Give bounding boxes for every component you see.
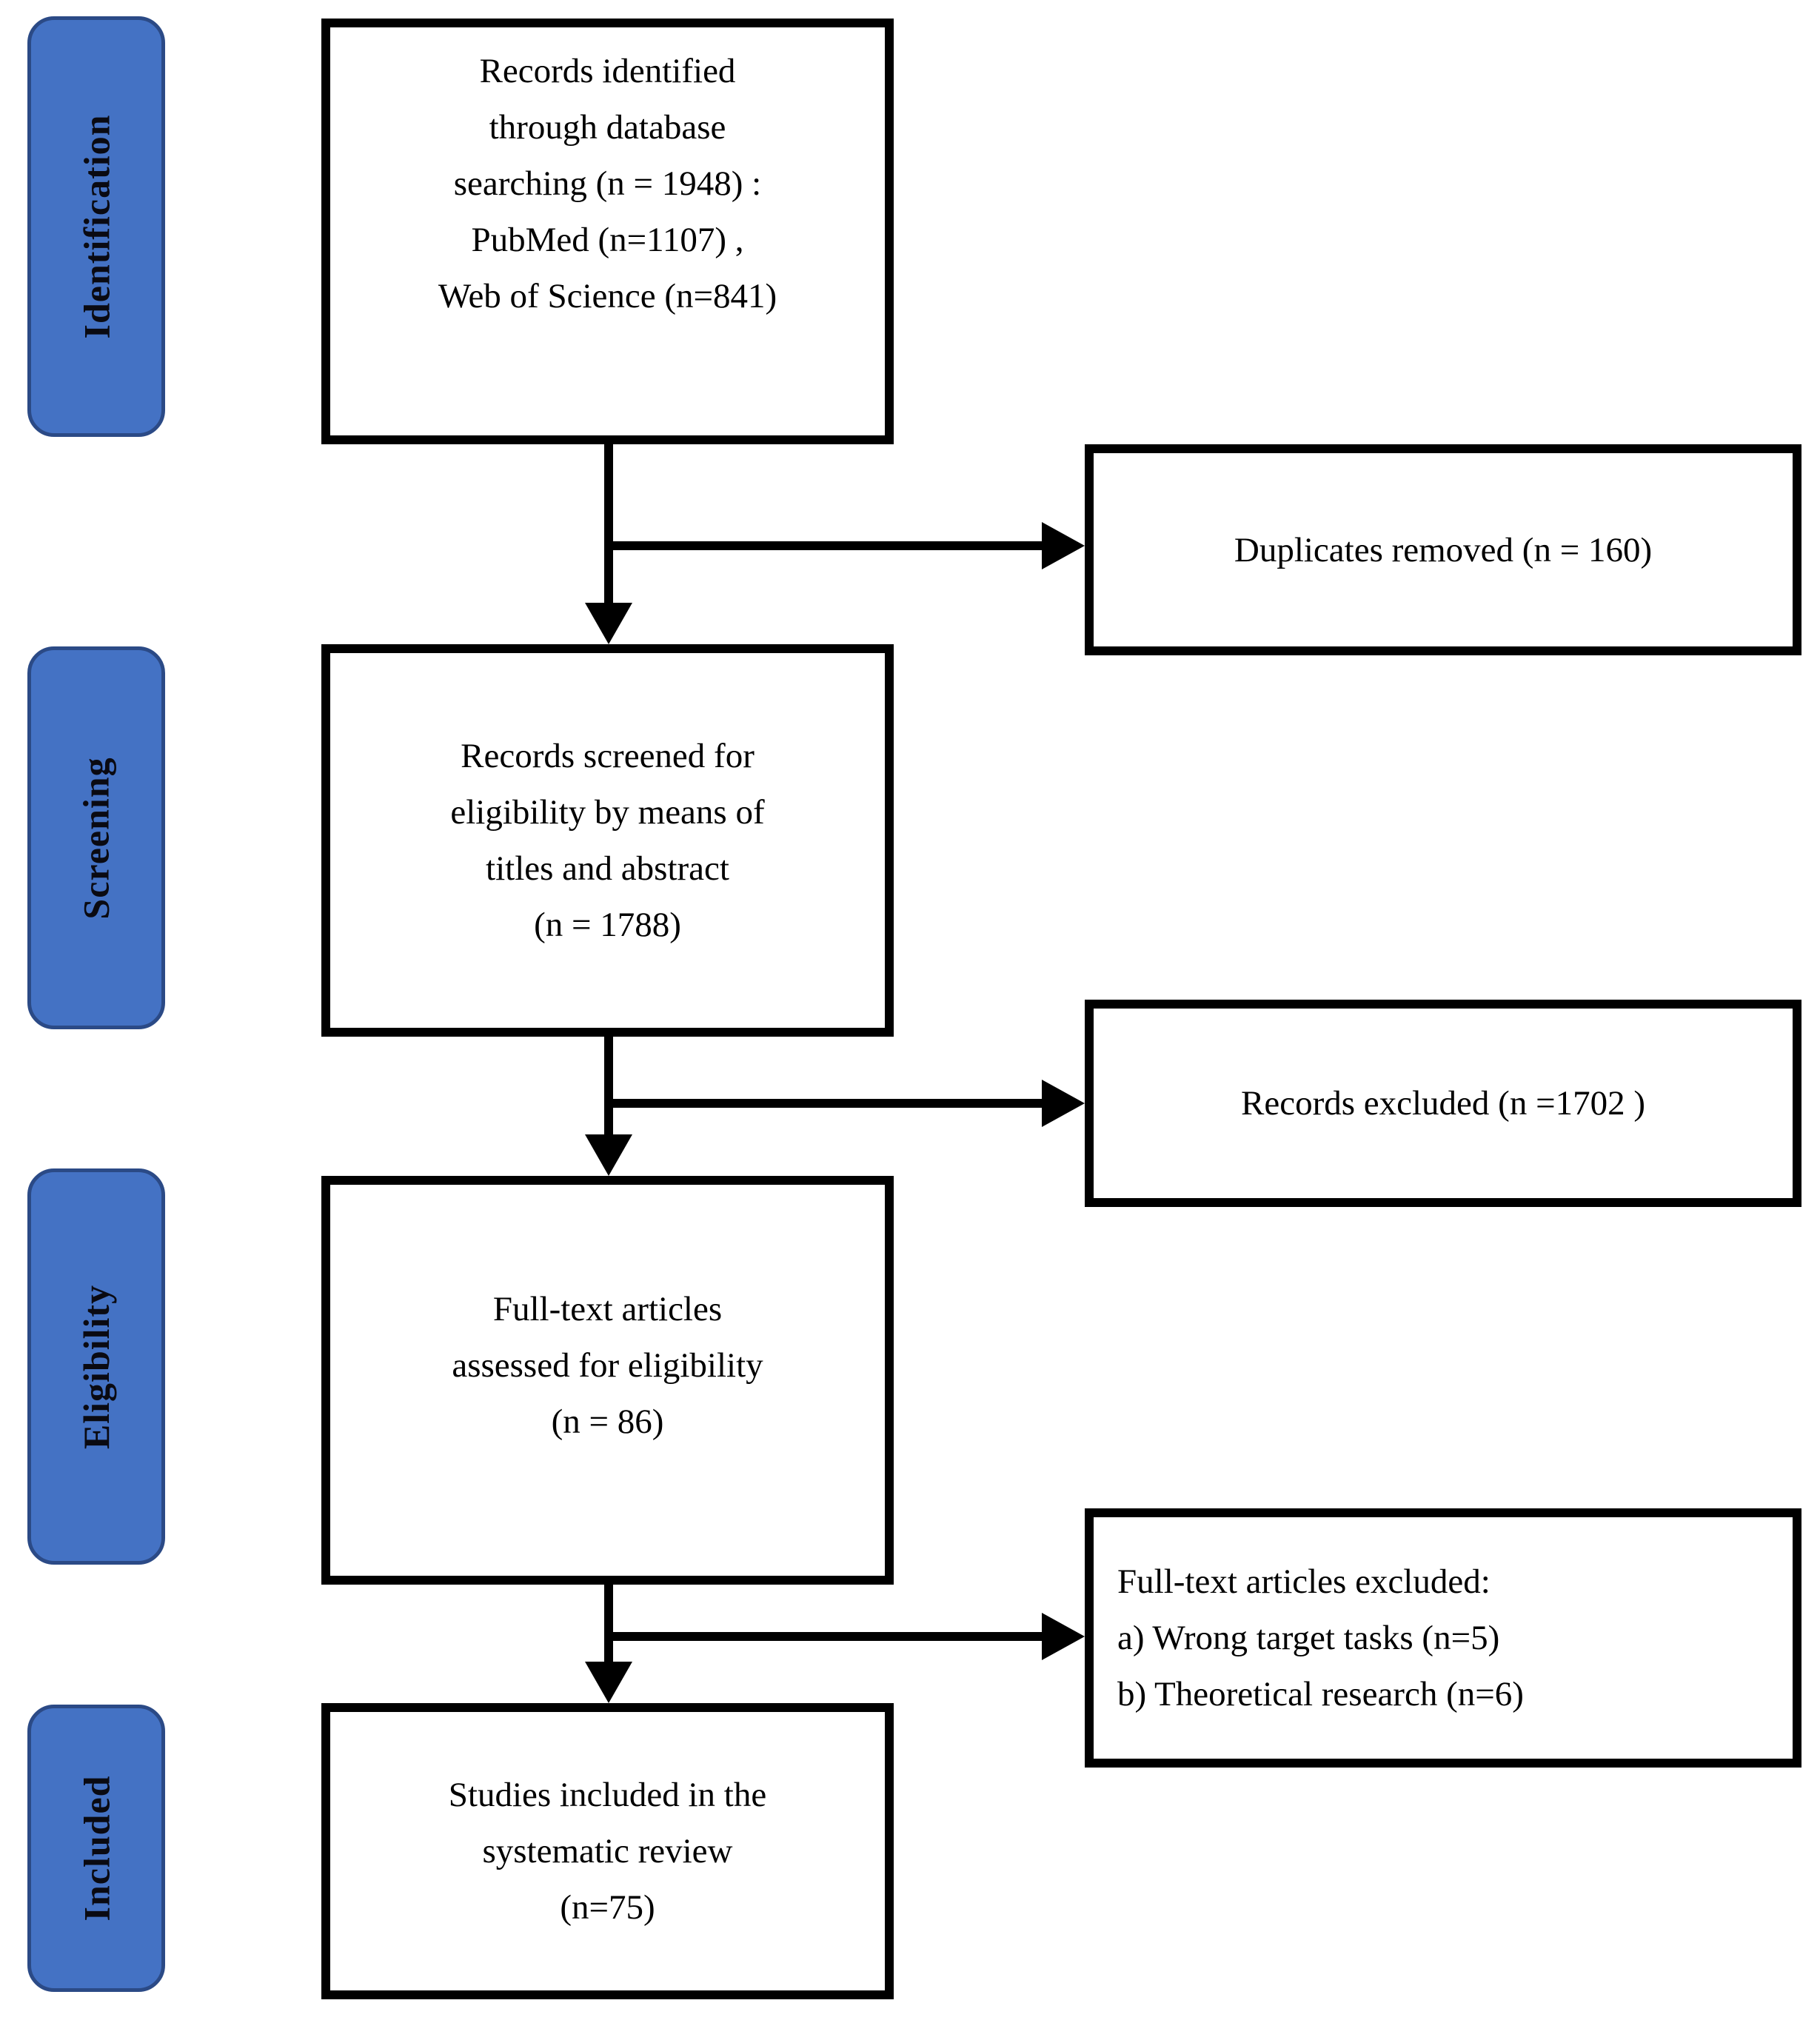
stage-eligibility-label: Eligibility (76, 1284, 118, 1449)
arrow-line-identified-to-screened (604, 444, 613, 611)
box-studies-included: Studies included in the systematic revie… (321, 1703, 894, 1999)
arrow-line-to-duplicates (604, 541, 1042, 550)
stage-included: Included (27, 1705, 165, 1992)
arrow-head-to-fulltext-excluded (1042, 1613, 1085, 1660)
arrow-head-to-assessed (585, 1134, 632, 1176)
stage-screening-label: Screening (76, 756, 117, 920)
box-records-excluded-text: Records excluded (n =1702 ) (1241, 1084, 1645, 1123)
box-records-screened: Records screened for eligibility by mean… (321, 644, 894, 1037)
box-records-identified: Records identified through database sear… (321, 19, 894, 444)
box-fulltext-assessed: Full-text articles assessed for eligibil… (321, 1176, 894, 1585)
arrow-line-to-fulltext-excluded (604, 1632, 1042, 1641)
arrow-head-to-included (585, 1662, 632, 1703)
arrow-line-to-records-excluded (604, 1099, 1042, 1108)
box-duplicates-removed: Duplicates removed (n = 160) (1085, 444, 1801, 655)
box-duplicates-removed-text: Duplicates removed (n = 160) (1234, 530, 1653, 569)
box-fulltext-excluded-text: Full-text articles excluded: a) Wrong ta… (1117, 1562, 1524, 1713)
arrow-head-to-screened (585, 603, 632, 644)
arrow-line-assessed-to-included (604, 1585, 613, 1662)
stage-identification: Identification (27, 16, 165, 437)
stage-screening: Screening (27, 646, 165, 1029)
box-records-screened-text: Records screened for eligibility by mean… (450, 737, 765, 944)
box-fulltext-assessed-text: Full-text articles assessed for eligibil… (452, 1290, 763, 1441)
stage-identification-label: Identification (76, 114, 117, 339)
arrow-head-to-records-excluded (1042, 1080, 1085, 1127)
box-records-excluded: Records excluded (n =1702 ) (1085, 1000, 1801, 1207)
box-fulltext-excluded: Full-text articles excluded: a) Wrong ta… (1085, 1508, 1801, 1768)
stage-included-label: Included (76, 1775, 117, 1922)
box-records-identified-text: Records identified through database sear… (438, 51, 777, 315)
arrow-head-to-duplicates (1042, 522, 1085, 569)
box-studies-included-text: Studies included in the systematic revie… (448, 1776, 767, 1927)
arrow-line-screened-to-assessed (604, 1037, 613, 1134)
stage-eligibility: Eligibility (27, 1168, 165, 1565)
